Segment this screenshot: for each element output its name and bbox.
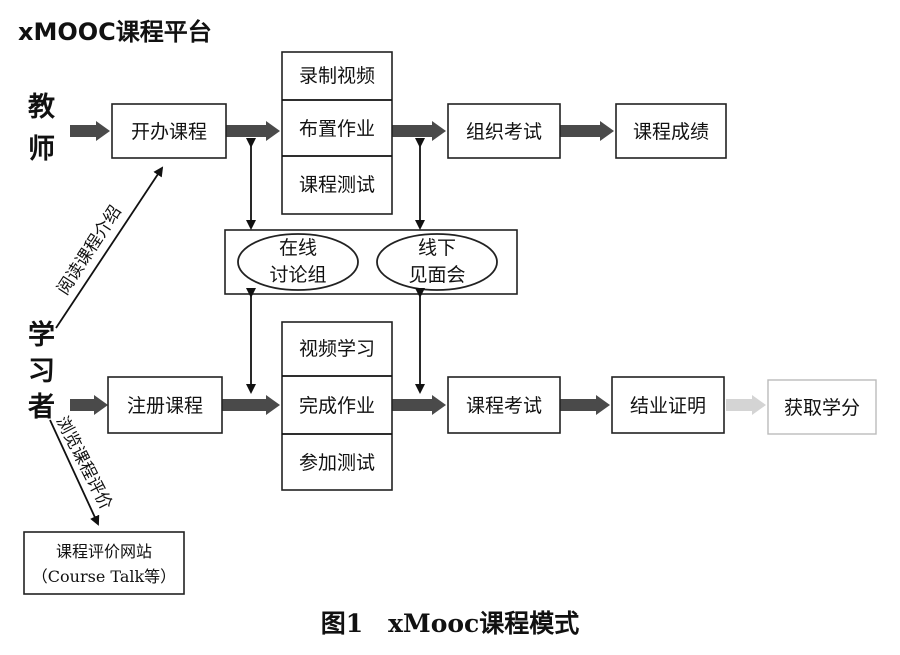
offline-meeting-label: 见面会 (408, 264, 465, 286)
learner-label: 学 习 者 (28, 319, 55, 423)
course-grade-box: 课程成绩 (615, 103, 727, 159)
certificate-box: 结业证明 (611, 376, 725, 434)
online-discussion-label: 在线 (279, 237, 317, 259)
vertical-connectors (246, 138, 425, 394)
learner-task-label: 视频学习 (299, 338, 375, 360)
teacher-task-label: 课程测试 (299, 174, 375, 196)
certificate-label: 结业证明 (630, 395, 706, 417)
open-course-label: 开办课程 (131, 121, 207, 143)
course-exam-box: 课程考试 (447, 376, 561, 434)
learner-label-char: 者 (28, 392, 55, 423)
browse-reviews-connector: 浏览课程评价 (49, 413, 116, 526)
teacher-label-char: 师 (28, 134, 55, 165)
learner-label-char: 习 (28, 356, 55, 387)
organize-exam-label: 组织考试 (466, 121, 542, 143)
learner-tasks-box: 视频学习 完成作业 参加测试 (281, 321, 393, 491)
teacher-tasks-box: 录制视频 布置作业 课程测试 (281, 51, 393, 215)
course-grade-label: 课程成绩 (633, 121, 709, 143)
open-course-box: 开办课程 (111, 103, 227, 159)
review-site-label: 课程评价网站 (56, 542, 152, 561)
platform-title: xMOOC课程平台 (18, 18, 212, 46)
read-intro-connector: 阅读课程介绍 (53, 166, 164, 329)
figure-caption: 图1 xMooc课程模式 (321, 609, 580, 638)
review-site-box: 课程评价网站 （Course Talk等） (23, 531, 185, 595)
course-exam-label: 课程考试 (466, 395, 542, 417)
online-discussion-label: 讨论组 (269, 264, 326, 286)
review-site-sublabel: （Course Talk等） (32, 567, 176, 586)
teacher-task-label: 布置作业 (299, 118, 375, 140)
teacher-label: 教 师 (28, 92, 55, 165)
teacher-label-char: 教 (28, 92, 55, 123)
register-course-box: 注册课程 (107, 376, 223, 434)
offline-meeting-label: 线下 (418, 237, 456, 259)
learner-flow-arrows (70, 395, 766, 415)
teacher-task-label: 录制视频 (299, 65, 375, 87)
browse-reviews-label: 浏览课程评价 (52, 413, 116, 513)
discussion-box: 在线 讨论组 线下 见面会 (224, 229, 518, 295)
teacher-flow-arrows (70, 121, 614, 141)
learner-task-label: 参加测试 (299, 452, 375, 474)
organize-exam-box: 组织考试 (447, 103, 561, 159)
register-course-label: 注册课程 (127, 395, 203, 417)
read-intro-label: 阅读课程介绍 (53, 202, 125, 298)
learner-label-char: 学 (28, 319, 55, 351)
learner-task-label: 完成作业 (299, 395, 375, 417)
earn-credit-label: 获取学分 (784, 397, 860, 419)
earn-credit-box: 获取学分 (767, 379, 877, 435)
